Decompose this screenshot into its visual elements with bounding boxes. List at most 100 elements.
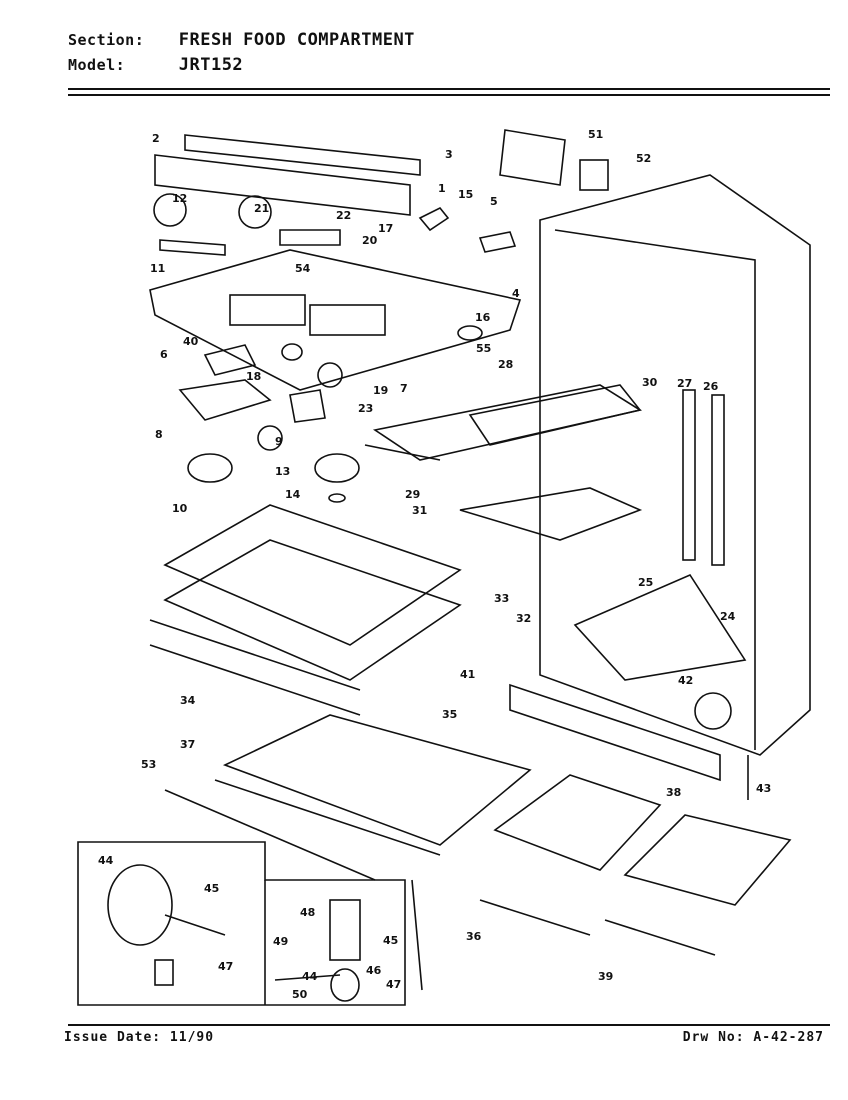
callout: 28	[498, 358, 513, 371]
bracket-11	[159, 239, 226, 256]
cover-31	[459, 487, 643, 541]
section-line: Section: FRESH FOOD COMPARTMENT	[68, 30, 415, 50]
callout: 9	[275, 435, 283, 448]
thermostat-6	[203, 344, 257, 376]
rod-53	[164, 789, 376, 881]
grille-41	[509, 683, 721, 782]
callout: 12	[172, 192, 187, 205]
trim-34b	[149, 644, 361, 716]
callout: 38	[666, 786, 681, 799]
shelf-30	[468, 384, 642, 446]
bracket-48	[329, 899, 361, 961]
callout: 35	[442, 708, 457, 721]
trim-34a	[149, 619, 361, 691]
callout: 39	[598, 970, 613, 983]
callout: 1	[438, 182, 446, 195]
roller-44-large	[107, 864, 173, 946]
rail-26	[711, 394, 725, 566]
callout: 43	[756, 782, 771, 795]
callout: 42	[678, 674, 693, 687]
callout: 23	[358, 402, 373, 415]
callout: 2	[152, 132, 160, 145]
model-line: Model: JRT152	[68, 55, 243, 75]
switch-15	[418, 206, 450, 232]
callout: 8	[155, 428, 163, 441]
header-rule-top	[68, 88, 830, 90]
callout: 26	[703, 380, 719, 393]
callout: 16	[475, 311, 491, 324]
callout: 41	[460, 668, 475, 681]
callout: 45	[383, 934, 398, 947]
callout: 21	[254, 202, 269, 215]
tube-36	[411, 879, 423, 991]
trim-39b	[604, 919, 716, 956]
plate-51	[499, 129, 566, 186]
trim-29	[364, 444, 441, 461]
callout: 17	[378, 222, 393, 235]
part-5	[478, 231, 517, 253]
callout: 30	[642, 376, 658, 389]
callout: 47	[386, 978, 401, 991]
detail-circle-9	[257, 425, 283, 451]
issue-date: Issue Date: 11/90	[64, 1030, 215, 1045]
callout: 18	[246, 370, 261, 383]
detail-circle-21	[238, 195, 272, 229]
shelf-28	[372, 384, 643, 461]
rail-27	[682, 389, 696, 561]
callout: 44	[302, 970, 318, 983]
knob-13	[314, 453, 360, 483]
section-key: Section:	[68, 31, 145, 49]
callout: 36	[466, 930, 482, 943]
section-title: FRESH FOOD COMPARTMENT	[178, 30, 415, 50]
callout: 22	[336, 209, 351, 222]
callout: 3	[445, 148, 453, 161]
callout: 25	[638, 576, 653, 589]
callout: 7	[400, 382, 408, 395]
top-trim-bar	[154, 134, 421, 216]
callout: 6	[160, 348, 168, 361]
callout: 33	[494, 592, 509, 605]
shelf-35	[222, 714, 532, 846]
drawing-number: Drw No: A-42-287	[682, 1030, 824, 1045]
axle-50	[274, 974, 341, 981]
shelf-upper	[163, 504, 462, 646]
model-key: Model:	[68, 56, 126, 74]
knob-10	[187, 453, 233, 483]
callout: 34	[180, 694, 196, 707]
cabinet-interior-back	[554, 229, 756, 750]
callout: 31	[412, 504, 427, 517]
bulb-19	[317, 362, 343, 388]
detail-circle-42	[694, 692, 732, 730]
callout: 51	[588, 128, 603, 141]
crisper-left	[493, 774, 662, 871]
callout: 19	[373, 384, 388, 397]
bracket-52	[579, 159, 609, 191]
callout: 55	[476, 342, 491, 355]
crisper-right	[623, 814, 792, 906]
rod-37	[214, 779, 441, 856]
relay-23	[289, 389, 326, 423]
control-housing	[149, 249, 522, 391]
callout: 27	[677, 377, 692, 390]
callout: 47	[218, 960, 233, 973]
callout: 32	[516, 612, 531, 625]
shelf-lower	[163, 539, 462, 681]
callout: 15	[458, 188, 473, 201]
plate-20	[279, 229, 341, 246]
callout: 54	[295, 262, 311, 275]
callout: 4	[512, 287, 520, 300]
detail-circle-12	[153, 193, 187, 227]
callout: 5	[490, 195, 498, 208]
exploded-parts-diagram: 2 3 1 15 5 17 12 21 22 20 11 54 4 16 40 …	[77, 128, 811, 1006]
callout: 52	[636, 152, 651, 165]
cabinet-outline	[539, 174, 811, 756]
ring-55	[457, 325, 483, 341]
model-number: JRT152	[178, 55, 244, 75]
callout: 14	[285, 488, 301, 501]
callout: 50	[292, 988, 308, 1001]
footer-rule	[68, 1024, 830, 1026]
callout: 20	[362, 234, 378, 247]
callout: 13	[275, 465, 290, 478]
clip-14	[328, 493, 346, 503]
callout: 40	[183, 335, 199, 348]
